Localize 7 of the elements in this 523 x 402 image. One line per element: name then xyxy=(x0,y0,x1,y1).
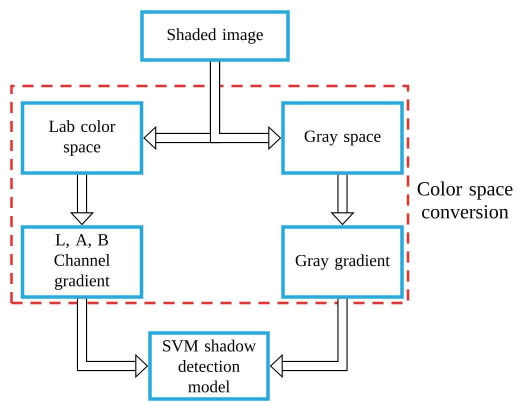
process-box: Gray space xyxy=(281,101,404,175)
process-box: Lab color space xyxy=(20,101,144,175)
process-box: SVM shadow detection model xyxy=(148,331,270,401)
group-label: Color space conversion xyxy=(418,182,512,218)
process-box: L, A, B Channel gradient xyxy=(20,225,144,299)
process-box: Gray gradient xyxy=(281,225,404,299)
process-box: Shaded image xyxy=(140,10,290,62)
